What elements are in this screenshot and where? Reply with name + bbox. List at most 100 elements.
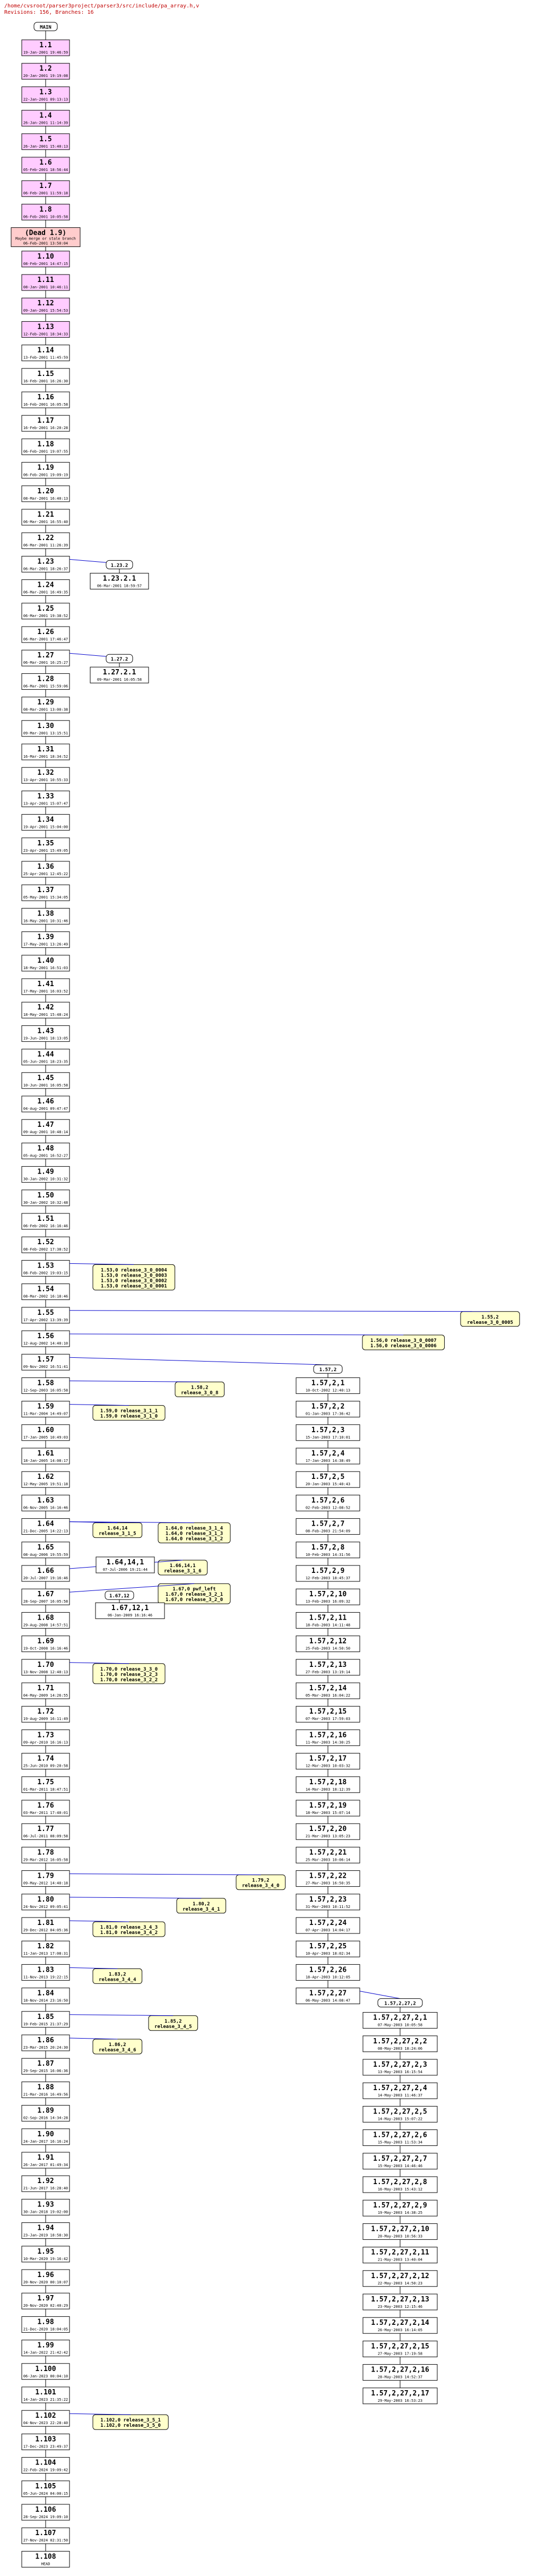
rev-1-31-date: 16-Mar-2001 18:34:52 [23, 755, 68, 759]
rev-1.57-2-16-label: 1.57,2,16 [309, 1731, 347, 1739]
rev-1.57-2-27-2-2-date: 08-May-2003 18:24:06 [378, 2047, 422, 2051]
rev-1.57-2-27-2-13-box [362, 2293, 438, 2310]
rev-1.57-2-20-date: 21-Mar-2003 13:05:23 [306, 1834, 350, 1838]
rev-1-64-14-1-box [96, 1556, 155, 1573]
rev-1-106-date: 28-Sep-2024 19:09:10 [23, 2515, 68, 2519]
rev-1-26-date: 06-Mar-2001 17:46:47 [23, 637, 68, 641]
rev-1-57-label: 1.57 [37, 1356, 54, 1364]
rev-1-61-label: 1.61 [37, 1450, 54, 1458]
rev-1-66-box [21, 1565, 70, 1582]
rev-1-36-date: 25-Apr-2001 12:45:22 [23, 872, 68, 876]
rev-1-39-date: 17-May-2001 13:26:49 [23, 943, 68, 947]
rev-1-37-box [21, 884, 70, 901]
tag-1-102-16-line: 1.102,0 release_3_5_1 [100, 2418, 161, 2423]
rev-1.57-2-13-date: 27-Feb-2003 13:19:14 [306, 1670, 350, 1674]
rev-1-28-box [21, 673, 70, 690]
rev-1.57-2-27-2-16-box [362, 2364, 438, 2381]
rev-1-95-label: 1.95 [37, 2248, 54, 2256]
rev-1.57-2-27-date: 06-May-2003 14:08:47 [306, 1999, 350, 2003]
rev-1.57-2-5-date: 20-Jan-2003 15:40:43 [306, 1482, 350, 1486]
rev-1-72-label: 1.72 [37, 1708, 54, 1716]
rev-1.57-2-27-2-9-box [362, 2200, 438, 2216]
rev-1.57-2-27-2-4-label: 1.57,2,27,2,4 [373, 2084, 427, 2092]
rev-1-58-box [21, 1377, 70, 1394]
rev-1.57-2-27-2-12-label: 1.57,2,27,2,12 [371, 2272, 429, 2280]
rev-1-63-date: 06-Nov-2005 16:16:46 [23, 1505, 68, 1510]
tag-1-102-16-line: 1.102,0 release_3_5_0 [100, 2423, 161, 2428]
rev-1-63-box [21, 1494, 70, 1511]
branch-1-57-2-label: 1.57,2 [319, 1367, 337, 1373]
file-path: /home/cvsroot/parser3project/parser3/src… [4, 3, 200, 9]
rev-1.57-2-27-2-17-box [362, 2387, 438, 2404]
rev-1-107-label: 1.107 [35, 2529, 56, 2537]
rev-1-22-date: 06-Mar-2001 11:26:39 [23, 543, 68, 547]
rev-1.57-2-13-box [296, 1659, 360, 1676]
tag-1-70-9-line: 1.70,0 release_3_3_0 [100, 1667, 158, 1672]
rev-1-80-date: 24-Nov-2012 09:05:41 [23, 1905, 68, 1909]
rev-1-55-box [21, 1307, 70, 1324]
rev-1-89-box [21, 2105, 70, 2122]
rev-1.57-2-11-box [296, 1612, 360, 1629]
rev-1-29-date: 08-Mar-2001 13:00:38 [23, 708, 68, 712]
tag-1-70-9-line: 1.70,0 release_3_2_3 [100, 1672, 158, 1678]
tag-1-83-13-line: 1.83,2 [109, 1972, 126, 1977]
rev-1.57-2-17-date: 12-Mar-2003 10:03:32 [306, 1764, 350, 1768]
tag-1-80-11-line: 1.80,2 [193, 1902, 210, 1907]
rev-1-67-box [21, 1588, 70, 1605]
rev-1.57-2-23-date: 31-Mar-2003 10:11:52 [306, 1905, 350, 1909]
rev-1-20-label: 1.20 [37, 487, 54, 495]
rev-1-8-date: 06-Feb-2001 10:05:58 [23, 215, 68, 219]
rev-1-91-date: 26-Jan-2017 01:49:34 [23, 2163, 68, 2167]
tag-1-66-7-line: release_3_1_6 [164, 1569, 201, 1574]
rev-1-89-date: 02-Sep-2016 14:34:28 [23, 2116, 68, 2120]
rev-1-12-date: 09-Jan-2001 15:54:53 [23, 309, 68, 313]
rev-1.57-2-27-2-8-box [362, 2176, 438, 2193]
rev-1.57-2-11-label: 1.57,2,11 [309, 1614, 347, 1622]
tag-1-85-14-line: release_3_4_5 [154, 2024, 192, 2030]
rev-1.57-2-12-date: 25-Feb-2003 14:50:50 [306, 1647, 350, 1651]
rev-1-31-label: 1.31 [37, 746, 54, 754]
rev-1-48-label: 1.48 [37, 1144, 54, 1152]
rev-1-40-label: 1.40 [37, 957, 54, 965]
rev-1.57-2-5-box [296, 1471, 360, 1488]
rev-1.57-2-14-box [296, 1682, 360, 1699]
rev-1-7-box [21, 180, 70, 197]
rev-1.57-2-5-label: 1.57,2,5 [311, 1473, 345, 1481]
rev-1-27-box [21, 649, 70, 666]
rev-1-101-label: 1.101 [35, 2389, 56, 2397]
rev-1-71-label: 1.71 [37, 1684, 54, 1692]
rev-1-80-box [21, 1894, 70, 1911]
tag-edge [69, 1967, 118, 1969]
rev-1.57-2-27-2-17-label: 1.57,2,27,2,17 [371, 2390, 429, 2398]
rev-1-40-date: 18-May-2001 16:51:03 [23, 966, 68, 970]
rev-1-78-label: 1.78 [37, 1848, 54, 1856]
rev-1-13-date: 12-Feb-2001 18:34:33 [23, 332, 68, 336]
rev-1-2-date: 20-Jan-2001 19:19:08 [23, 74, 68, 78]
rev-1-55-label: 1.55 [37, 1309, 54, 1317]
rev-1.57-2-27-label: 1.57,2,27 [309, 1990, 347, 1998]
rev-1-99-box [21, 2340, 70, 2357]
rev-1-98-date: 21-Dec-2020 18:04:05 [23, 2327, 68, 2331]
rev-1.57-2-12-label: 1.57,2,12 [309, 1638, 347, 1646]
rev-1-21-label: 1.21 [37, 511, 54, 519]
rev-1-18-box [21, 438, 70, 455]
rev-1.57-2-4-date: 17-Jan-2003 14:38:49 [306, 1459, 350, 1463]
rev-1.57-2-2-box [296, 1401, 360, 1418]
rev-1-61-date: 18-Jan-2005 14:08:17 [23, 1459, 68, 1463]
rev-1-86-box [21, 2034, 70, 2051]
revision-count: Revisions: 156, Branches: 16 [4, 10, 94, 15]
rev-1.57-2-23-label: 1.57,2,23 [309, 1896, 347, 1904]
rev-1-72-date: 19-Aug-2009 16:11:49 [23, 1717, 68, 1721]
rev-1-81-label: 1.81 [37, 1919, 54, 1927]
rev-1-27-date: 06-Mar-2001 16:25:27 [23, 661, 68, 665]
rev--Dead-1-9--box [11, 227, 81, 247]
rev-1-96-label: 1.96 [37, 2271, 54, 2279]
rev-1.57-2-6-label: 1.57,2,6 [311, 1496, 345, 1504]
rev-1-70-label: 1.70 [37, 1661, 54, 1669]
tag-edge [69, 1873, 261, 1876]
tag-1-64-5-line: 1.64,14 [107, 1526, 128, 1531]
rev-1-3-date: 22-Jan-2001 09:13:13 [23, 97, 68, 101]
rev-1-1-box [21, 39, 70, 56]
rev-1.57-2-2-label: 1.57,2,2 [311, 1403, 345, 1411]
